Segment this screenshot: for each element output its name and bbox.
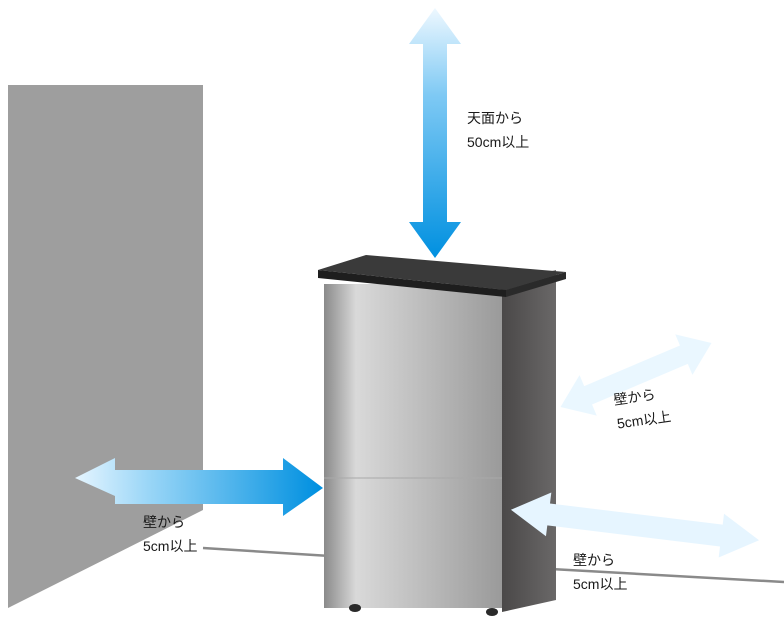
right-lower-label-line2: 5cm以上 <box>573 576 628 592</box>
unit-top-edge-side <box>506 272 566 297</box>
right-lower-clearance-arrow <box>510 492 760 558</box>
right-lower-label-line1: 壁から <box>573 552 615 568</box>
left-clearance-label: 壁から 5cm以上 <box>143 510 197 558</box>
top-clearance-arrow <box>409 8 461 258</box>
unit-top-edge <box>318 270 506 297</box>
left-label-line2: 5cm以上 <box>143 538 198 554</box>
right-lower-clearance-label: 壁から 5cm以上 <box>573 548 627 596</box>
right-upper-clearance-label: 壁から 5cm以上 <box>612 380 673 435</box>
top-label-line2: 50cm以上 <box>467 134 530 150</box>
top-clearance-label: 天面から 50cm以上 <box>467 106 529 154</box>
unit-caster-left <box>349 604 361 612</box>
unit-side-panel <box>502 270 556 612</box>
floor-line-right <box>514 565 784 584</box>
floor-line-left <box>202 546 331 558</box>
unit-top-plate <box>318 255 566 290</box>
left-label-line1: 壁から <box>143 514 185 530</box>
top-label-line1: 天面から <box>467 110 523 126</box>
unit-front-panel <box>324 284 502 608</box>
right-upper-clearance-arrow <box>560 334 712 416</box>
unit-caster-right <box>486 608 498 616</box>
left-clearance-arrow <box>75 458 323 516</box>
